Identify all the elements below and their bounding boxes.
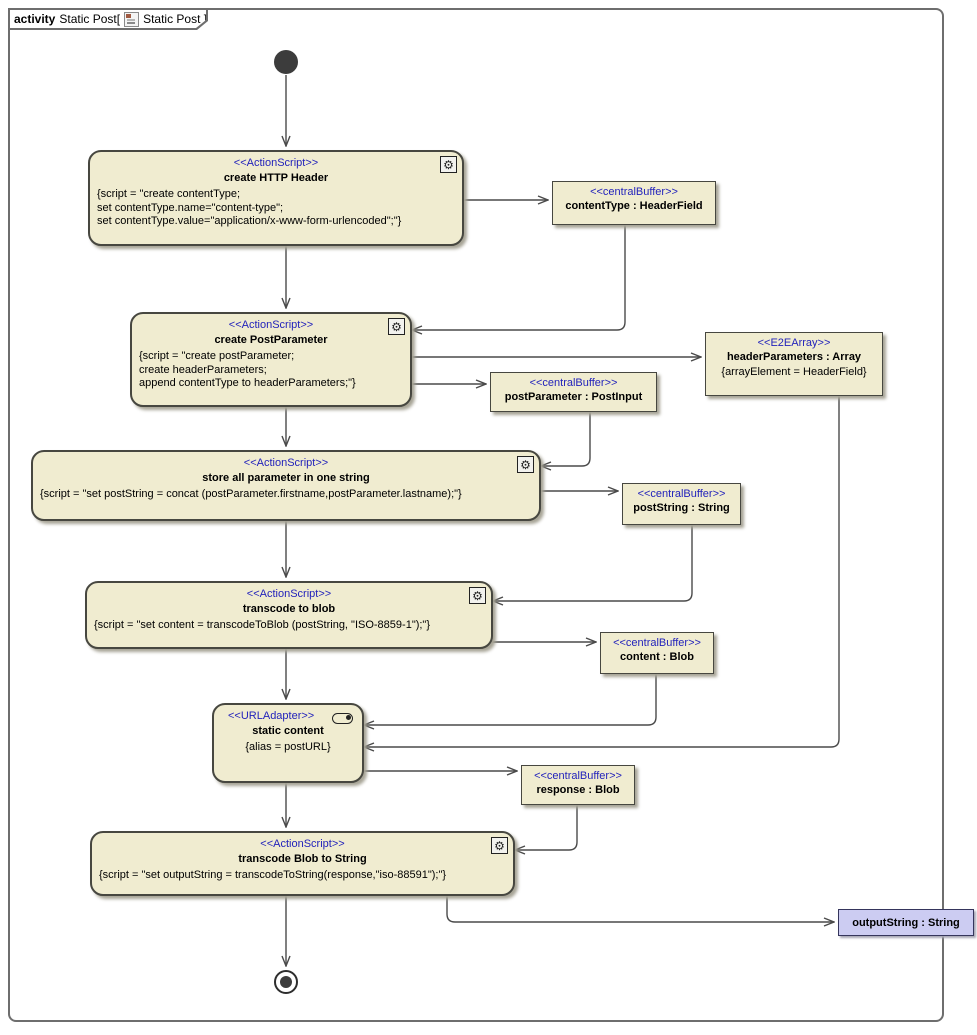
gear-icon: ⚙ [469, 587, 486, 604]
stereotype-label: <<ActionScript>> [243, 457, 329, 469]
adapter-static-content[interactable]: <<URLAdapter>> static content {alias = p… [212, 703, 364, 783]
param-name: outputString : String [852, 916, 960, 929]
action-script-text: {script = "create contentType; set conte… [97, 188, 402, 227]
buffer-poststring[interactable]: <<centralBuffer>> postString : String [622, 483, 741, 525]
buffer-name: contentType : HeaderField [565, 200, 703, 212]
action-transcode-blob-to-string[interactable]: ⚙ <<ActionScript>> transcode Blob to Str… [90, 831, 515, 896]
stereotype-label: <<centralBuffer>> [637, 488, 726, 500]
action-transcode-to-blob[interactable]: ⚙ <<ActionScript>> transcode to blob {sc… [85, 581, 493, 649]
stereotype-label: <<centralBuffer>> [529, 377, 618, 389]
buffer-headerparameters[interactable]: <<E2EArray>> headerParameters : Array {a… [705, 332, 883, 396]
stereotype-label: <<URLAdapter>> [228, 710, 315, 722]
action-title: static content [252, 725, 324, 737]
buffer-name: postParameter : PostInput [504, 391, 643, 403]
stereotype-label: <<ActionScript>> [233, 157, 319, 169]
action-title: create HTTP Header [223, 172, 329, 184]
action-script-text: {script = "set postString = concat (post… [40, 488, 462, 500]
buffer-content[interactable]: <<centralBuffer>> content : Blob [600, 632, 714, 674]
action-store-all-parameter[interactable]: ⚙ <<ActionScript>> store all parameter i… [31, 450, 541, 521]
gear-icon: ⚙ [388, 318, 405, 335]
stereotype-label: <<centralBuffer>> [590, 186, 678, 198]
gear-icon: ⚙ [517, 456, 534, 473]
buffer-name: content : Blob [620, 651, 694, 663]
adapter-alias-text: {alias = postURL} [245, 741, 331, 753]
activity-frame [8, 8, 944, 1022]
action-script-text: {script = "create postParameter; create … [139, 350, 356, 389]
buffer-constraint: {arrayElement = HeaderField} [721, 366, 867, 378]
url-adapter-icon [332, 713, 353, 724]
buffer-name: postString : String [633, 502, 730, 514]
gear-icon: ⚙ [440, 156, 457, 173]
stereotype-label: <<centralBuffer>> [534, 770, 622, 782]
action-title: store all parameter in one string [202, 472, 370, 484]
buffer-name: response : Blob [536, 784, 620, 796]
buffer-postparameter[interactable]: <<centralBuffer>> postParameter : PostIn… [490, 372, 657, 412]
frame-diagram-ref: Static Post ] [143, 12, 208, 26]
gear-icon: ⚙ [491, 837, 508, 854]
stereotype-label: <<ActionScript>> [246, 588, 332, 600]
param-outputstring[interactable]: outputString : String [838, 909, 974, 936]
activity-diagram-icon [124, 12, 139, 27]
action-script-text: {script = "set content = transcodeToBlob… [94, 619, 431, 631]
action-title: create PostParameter [214, 334, 328, 346]
stereotype-label: <<centralBuffer>> [613, 637, 701, 649]
frame-keyword: activity [14, 12, 56, 26]
buffer-contenttype[interactable]: <<centralBuffer>> contentType : HeaderFi… [552, 181, 716, 225]
stereotype-label: <<E2EArray>> [757, 337, 831, 349]
action-title: transcode Blob to String [238, 853, 367, 865]
stereotype-label: <<ActionScript>> [260, 838, 345, 850]
buffer-name: headerParameters : Array [726, 351, 862, 363]
stereotype-label: <<ActionScript>> [228, 319, 314, 331]
frame-name: Static Post[ [59, 12, 121, 26]
action-title: transcode to blob [242, 603, 336, 615]
action-create-post-parameter[interactable]: ⚙ <<ActionScript>> create PostParameter … [130, 312, 412, 407]
buffer-response[interactable]: <<centralBuffer>> response : Blob [521, 765, 635, 805]
frame-title-tab: activity Static Post[ Static Post ] [8, 8, 208, 30]
action-create-http-header[interactable]: ⚙ <<ActionScript>> create HTTP Header {s… [88, 150, 464, 246]
action-script-text: {script = "set outputString = transcodeT… [99, 869, 447, 881]
